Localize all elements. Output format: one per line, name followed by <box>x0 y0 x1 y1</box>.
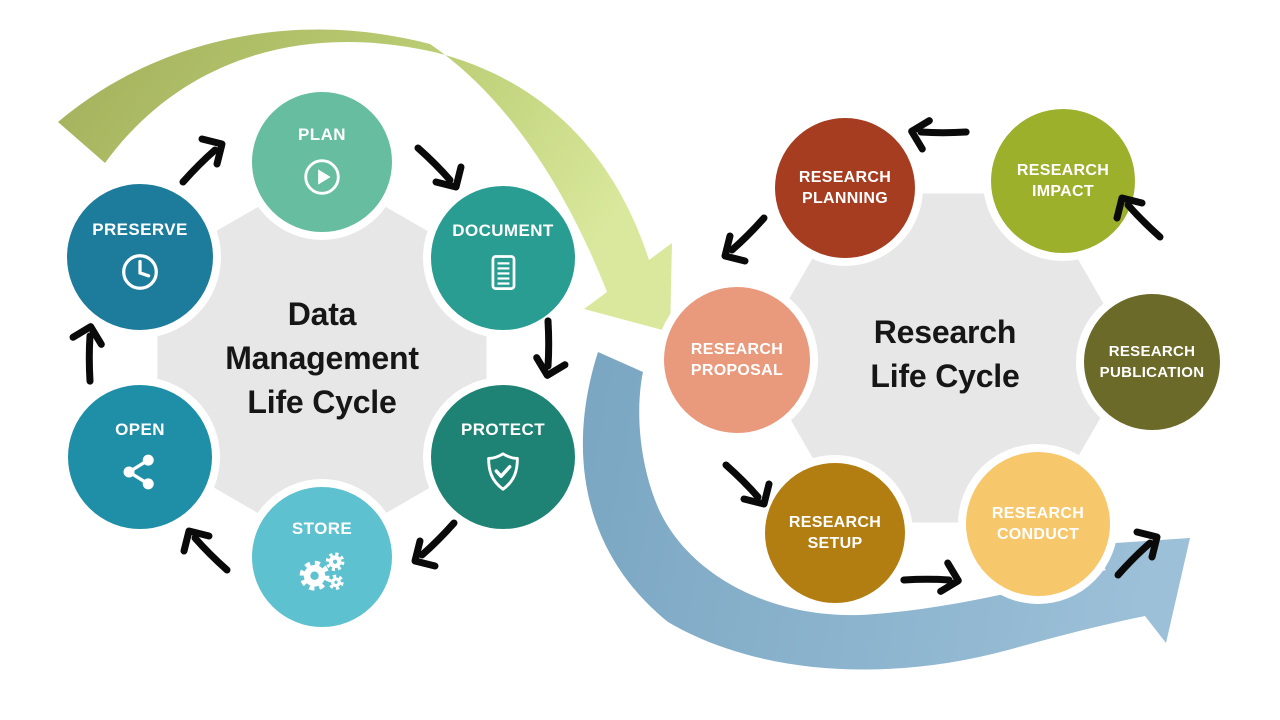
node-preserve: PRESERVE <box>59 176 221 338</box>
right-cycle-title: Research Life Cycle <box>870 314 1020 394</box>
node-label: RESEARCH <box>1108 343 1196 360</box>
node-label: PLAN <box>298 124 346 144</box>
play-icon <box>304 158 340 195</box>
node-label: PRESERVE <box>92 219 188 239</box>
node-label: STORE <box>291 518 353 538</box>
node-document: DOCUMENT <box>423 178 583 338</box>
green-curved-ribbon-arrow <box>58 29 672 333</box>
arrow-preserve-to-plan <box>173 128 237 192</box>
arrow-proposal-to-setup <box>716 455 780 519</box>
node-plan: PLAN <box>244 84 400 240</box>
node-label: PLANNING <box>802 190 888 207</box>
node-label: DOCUMENT <box>452 220 554 240</box>
node-label: RESEARCH <box>788 514 882 531</box>
arrow-store-to-open <box>173 516 237 580</box>
node-store: STORE <box>244 479 400 635</box>
arrow-plan-to-document <box>408 138 472 202</box>
clock-icon <box>122 253 158 290</box>
document-icon <box>491 254 516 290</box>
node-research-setup: RESEARCH SETUP <box>757 455 913 611</box>
node-label: PROTECT <box>460 419 546 439</box>
node-label: IMPACT <box>1032 183 1094 200</box>
node-label: RESEARCH <box>798 169 892 186</box>
node-label: PUBLICATION <box>1099 364 1205 381</box>
node-label: OPEN <box>115 419 165 439</box>
arrow-planning-to-proposal <box>710 208 774 272</box>
node-research-impact: RESEARCH IMPACT <box>983 101 1143 261</box>
node-research-proposal: RESEARCH PROPOSAL <box>656 279 818 441</box>
node-research-planning: RESEARCH PLANNING <box>767 110 923 266</box>
node-research-publication: RESEARCH PUBLICATION <box>1076 286 1228 438</box>
share-icon <box>123 454 154 489</box>
gears-icon <box>299 551 345 591</box>
node-label: RESEARCH <box>1016 162 1110 179</box>
node-protect: PROTECT <box>423 377 583 537</box>
node-label: RESEARCH <box>690 341 784 358</box>
arrow-conduct-to-publication <box>1108 521 1172 585</box>
node-label: SETUP <box>807 535 863 552</box>
node-label: PROPOSAL <box>690 362 784 379</box>
node-open: OPEN <box>60 377 220 537</box>
node-label: CONDUCT <box>996 526 1080 543</box>
arrow-protect-to-store <box>400 513 464 577</box>
node-research-conduct: RESEARCH CONDUCT <box>958 444 1118 604</box>
arrow-publication-to-impact <box>1106 183 1170 247</box>
shield-check-icon <box>487 451 519 491</box>
left-cycle-title: Data Management Life Cycle <box>225 296 419 420</box>
node-label: RESEARCH <box>991 505 1085 522</box>
